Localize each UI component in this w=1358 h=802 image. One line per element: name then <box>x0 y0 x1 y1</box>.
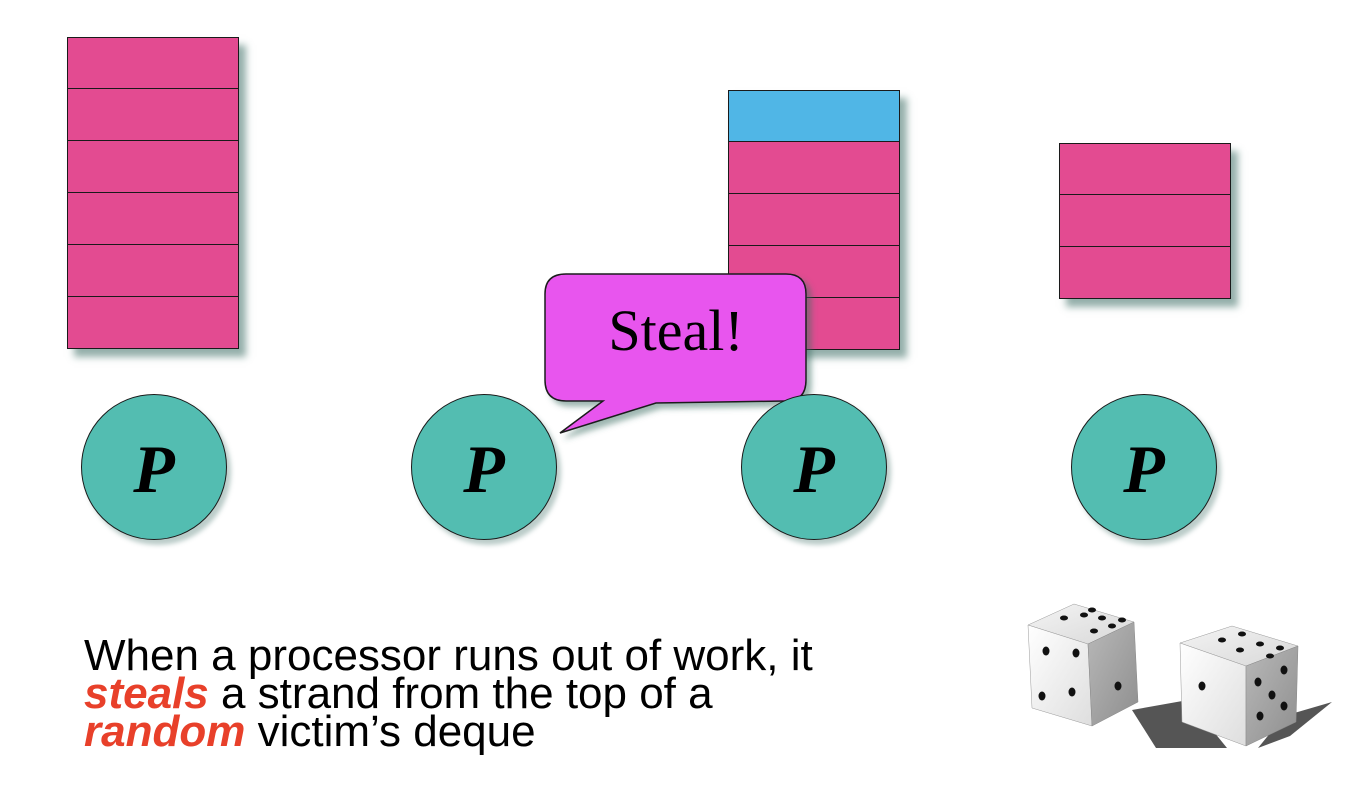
deque-cell <box>1059 247 1231 299</box>
dice-icon <box>1027 603 1332 748</box>
caption-line-1: When a processor runs out of work, it <box>84 631 813 680</box>
deque-cell <box>67 37 239 89</box>
caption-line-2: steals a strand from the top of a <box>84 672 813 716</box>
processor-label: P <box>793 431 835 507</box>
deque-cell <box>67 141 239 193</box>
processor-2: P <box>411 394 557 540</box>
caption-line-3: random victim’s deque <box>84 710 813 754</box>
steal-callout-text: Steal! <box>608 298 744 363</box>
processor-label: P <box>1123 431 1165 507</box>
caption-line-3-text: victim’s deque <box>245 707 536 756</box>
caption-emphasis-random: random <box>84 707 246 756</box>
deque-cell <box>67 297 239 349</box>
processor-label: P <box>133 431 175 507</box>
caption-emphasis-steals: steals <box>84 669 209 718</box>
deque-cell <box>728 194 900 246</box>
deque-cell <box>67 193 239 245</box>
deque-processor-4 <box>1059 143 1231 299</box>
deque-cell <box>67 245 239 297</box>
deque-cell <box>1059 195 1231 247</box>
processor-4: P <box>1071 394 1217 540</box>
caption: When a processor runs out of work, it st… <box>84 631 813 754</box>
deque-cell-stolen <box>728 90 900 142</box>
deque-cell <box>67 89 239 141</box>
caption-line-2-text: a strand from the top of a <box>208 669 713 718</box>
deque-cell <box>728 142 900 194</box>
deque-processor-1 <box>67 37 239 349</box>
deque-cell <box>1059 143 1231 195</box>
processor-3: P <box>741 394 887 540</box>
processor-label: P <box>463 431 505 507</box>
processor-1: P <box>81 394 227 540</box>
